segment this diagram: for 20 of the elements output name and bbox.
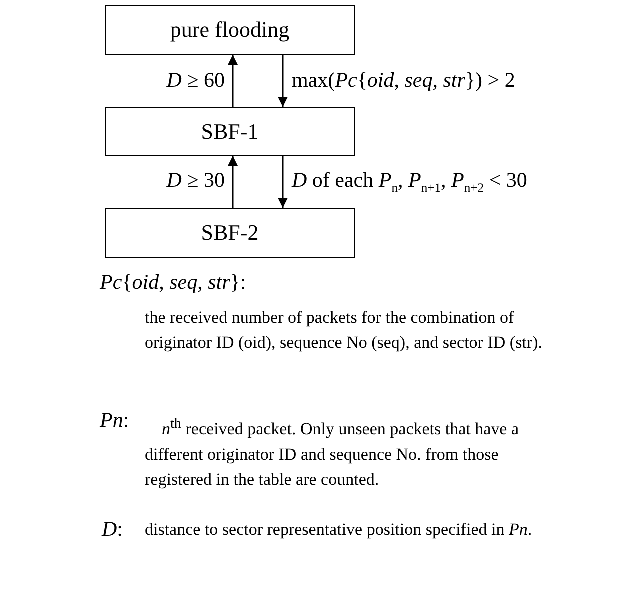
edge-label: D of each P$_{n}$, P$_{n+1}$, P$_{n+2}$ < 30 (292, 168, 528, 198)
edge-label: max(Pc{oid, seq, str}) > 2 (292, 68, 516, 92)
state-box (105, 5, 355, 55)
definition-text: n$^{th}$ received packet. Only unseen packets that have a different originator ID and sequence No. from those registered in the table are counted. (145, 415, 520, 491)
arrow (228, 55, 238, 107)
definition-text: the received number of packets for the combination of originator ID (oid), sequence No (seq), and sector ID (str). (145, 307, 544, 354)
edge-label: D ≥ 30 (166, 168, 225, 192)
symbol-term: Pc{oid, seq, str}: (100, 270, 246, 294)
symbol-term: D: (102, 517, 124, 541)
state-name: pure flooding (170, 17, 290, 43)
arrow (228, 156, 238, 208)
edge-label: D ≥ 60 (166, 68, 225, 92)
state-box (105, 107, 355, 156)
definition-text: distance to sector representative position specified in Pn. (145, 519, 534, 541)
state-box (105, 208, 355, 258)
state-name: SBF-1 (201, 118, 259, 144)
symbol-term: Pn: (100, 408, 130, 432)
arrow (278, 156, 288, 208)
state-name: SBF-2 (201, 220, 259, 246)
arrow (278, 55, 288, 107)
